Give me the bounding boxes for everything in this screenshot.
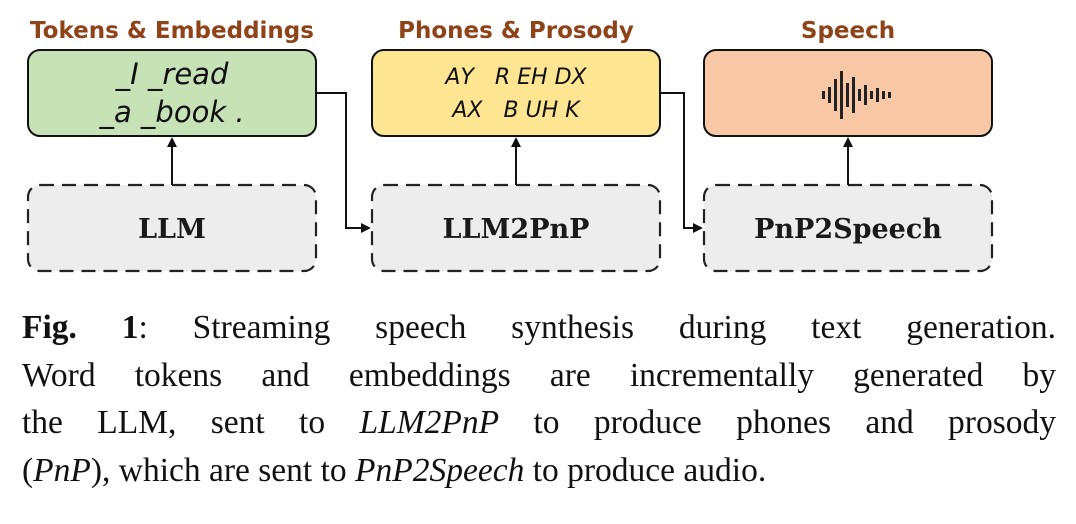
phones-to-pnp2speech-arrow <box>660 92 703 233</box>
caption-label: Fig. 1 <box>22 309 139 346</box>
caption-line-4: (PnP), which are sent to PnP2Speech to p… <box>22 451 767 489</box>
tokens-line-2: _a _book . <box>98 95 244 129</box>
phones-prosody-title: Phones & Prosody <box>398 18 634 44</box>
figure-caption: Fig. 1: Streaming speech synthesis durin… <box>22 304 1056 494</box>
llm2pnp-label: LLM2PnP <box>443 214 590 245</box>
caption-line-2: Word tokens and embeddings are increment… <box>22 356 1056 394</box>
pnp2speech-label: PnP2Speech <box>754 214 942 245</box>
tokens-to-llm2pnp-arrow <box>316 92 371 233</box>
tokens-embeddings-title: Tokens & Embeddings <box>30 18 314 44</box>
tokens-line-1: _I _read <box>115 57 229 91</box>
phones-prosody-box <box>371 49 661 137</box>
caption-line-3: the LLM, sent to LLM2PnP to produce phon… <box>22 404 1056 441</box>
audio-waveform-icon <box>822 71 891 119</box>
phones-line-2: AX B UH K <box>450 98 581 123</box>
llm-label: LLM <box>138 214 206 245</box>
phones-line-1: AY R EH DX <box>443 65 587 90</box>
pipeline-diagram: Tokens & Embeddings Phones & Prosody Spe… <box>26 18 994 273</box>
speech-title: Speech <box>801 18 895 44</box>
caption-line-1: Fig. 1: Streaming speech synthesis durin… <box>22 309 1056 346</box>
